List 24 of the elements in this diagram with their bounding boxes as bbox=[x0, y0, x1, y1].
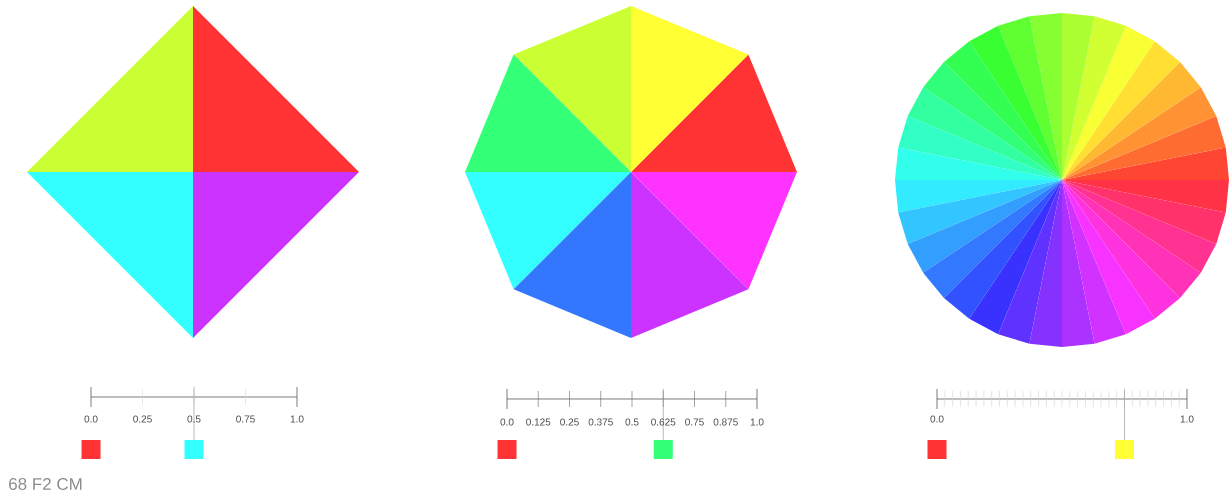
leader-line bbox=[662, 388, 664, 441]
color-swatch bbox=[653, 440, 673, 459]
color-swatch bbox=[497, 440, 517, 459]
tick-label: 1.0 bbox=[1180, 415, 1194, 423]
color-swatch bbox=[81, 440, 101, 459]
leader-line bbox=[1124, 388, 1125, 441]
leader-line bbox=[193, 386, 195, 441]
scale-bar bbox=[90, 386, 298, 408]
tick-label: 0.5 bbox=[187, 415, 201, 423]
tick-label: 0.0 bbox=[84, 415, 98, 423]
tick-label: 0.125 bbox=[526, 418, 551, 426]
scale-bar bbox=[936, 388, 1188, 410]
scale-bar bbox=[506, 388, 758, 410]
color-swatch bbox=[927, 440, 947, 459]
tick-label: 0.5 bbox=[625, 418, 639, 426]
tick-label: 0.0 bbox=[500, 418, 514, 426]
tick-label: 1.0 bbox=[290, 415, 304, 423]
tick-label: 0.0 bbox=[930, 415, 944, 423]
tick-label: 0.625 bbox=[651, 418, 676, 426]
color-swatch bbox=[184, 440, 204, 459]
tick-label: 1.0 bbox=[750, 418, 764, 426]
color-swatch bbox=[1115, 440, 1134, 459]
tick-label: 0.75 bbox=[685, 418, 704, 426]
page-label: 68 F2 CM bbox=[9, 477, 82, 490]
